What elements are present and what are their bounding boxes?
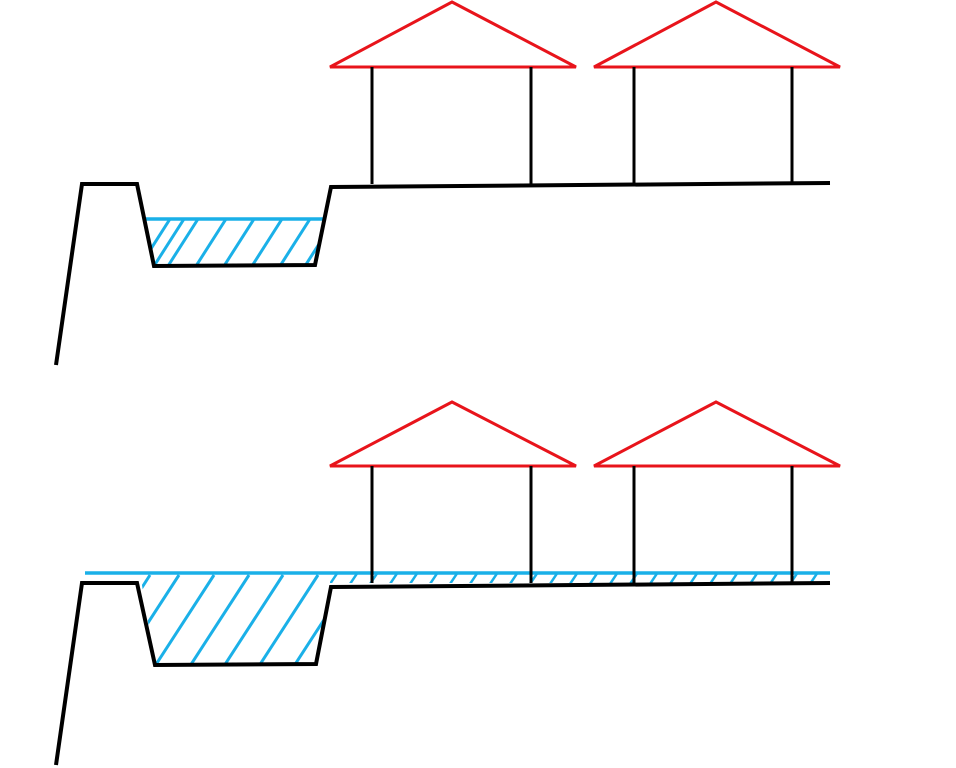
water-flood: [85, 571, 830, 665]
house-left: [329, 400, 577, 583]
roof: [593, 0, 841, 69]
house-left: [329, 0, 577, 184]
house-right: [593, 400, 841, 583]
panel-flood: [54, 400, 841, 766]
panel-normal: [54, 0, 841, 366]
roof: [329, 400, 577, 468]
ground-profile: [54, 181, 831, 366]
roof: [593, 400, 841, 468]
ground-profile: [54, 581, 831, 766]
water-normal: [146, 217, 326, 266]
house-right: [593, 0, 841, 184]
water-hatching-overland: [330, 573, 819, 583]
roof: [329, 0, 577, 69]
water-hatching: [146, 219, 326, 266]
